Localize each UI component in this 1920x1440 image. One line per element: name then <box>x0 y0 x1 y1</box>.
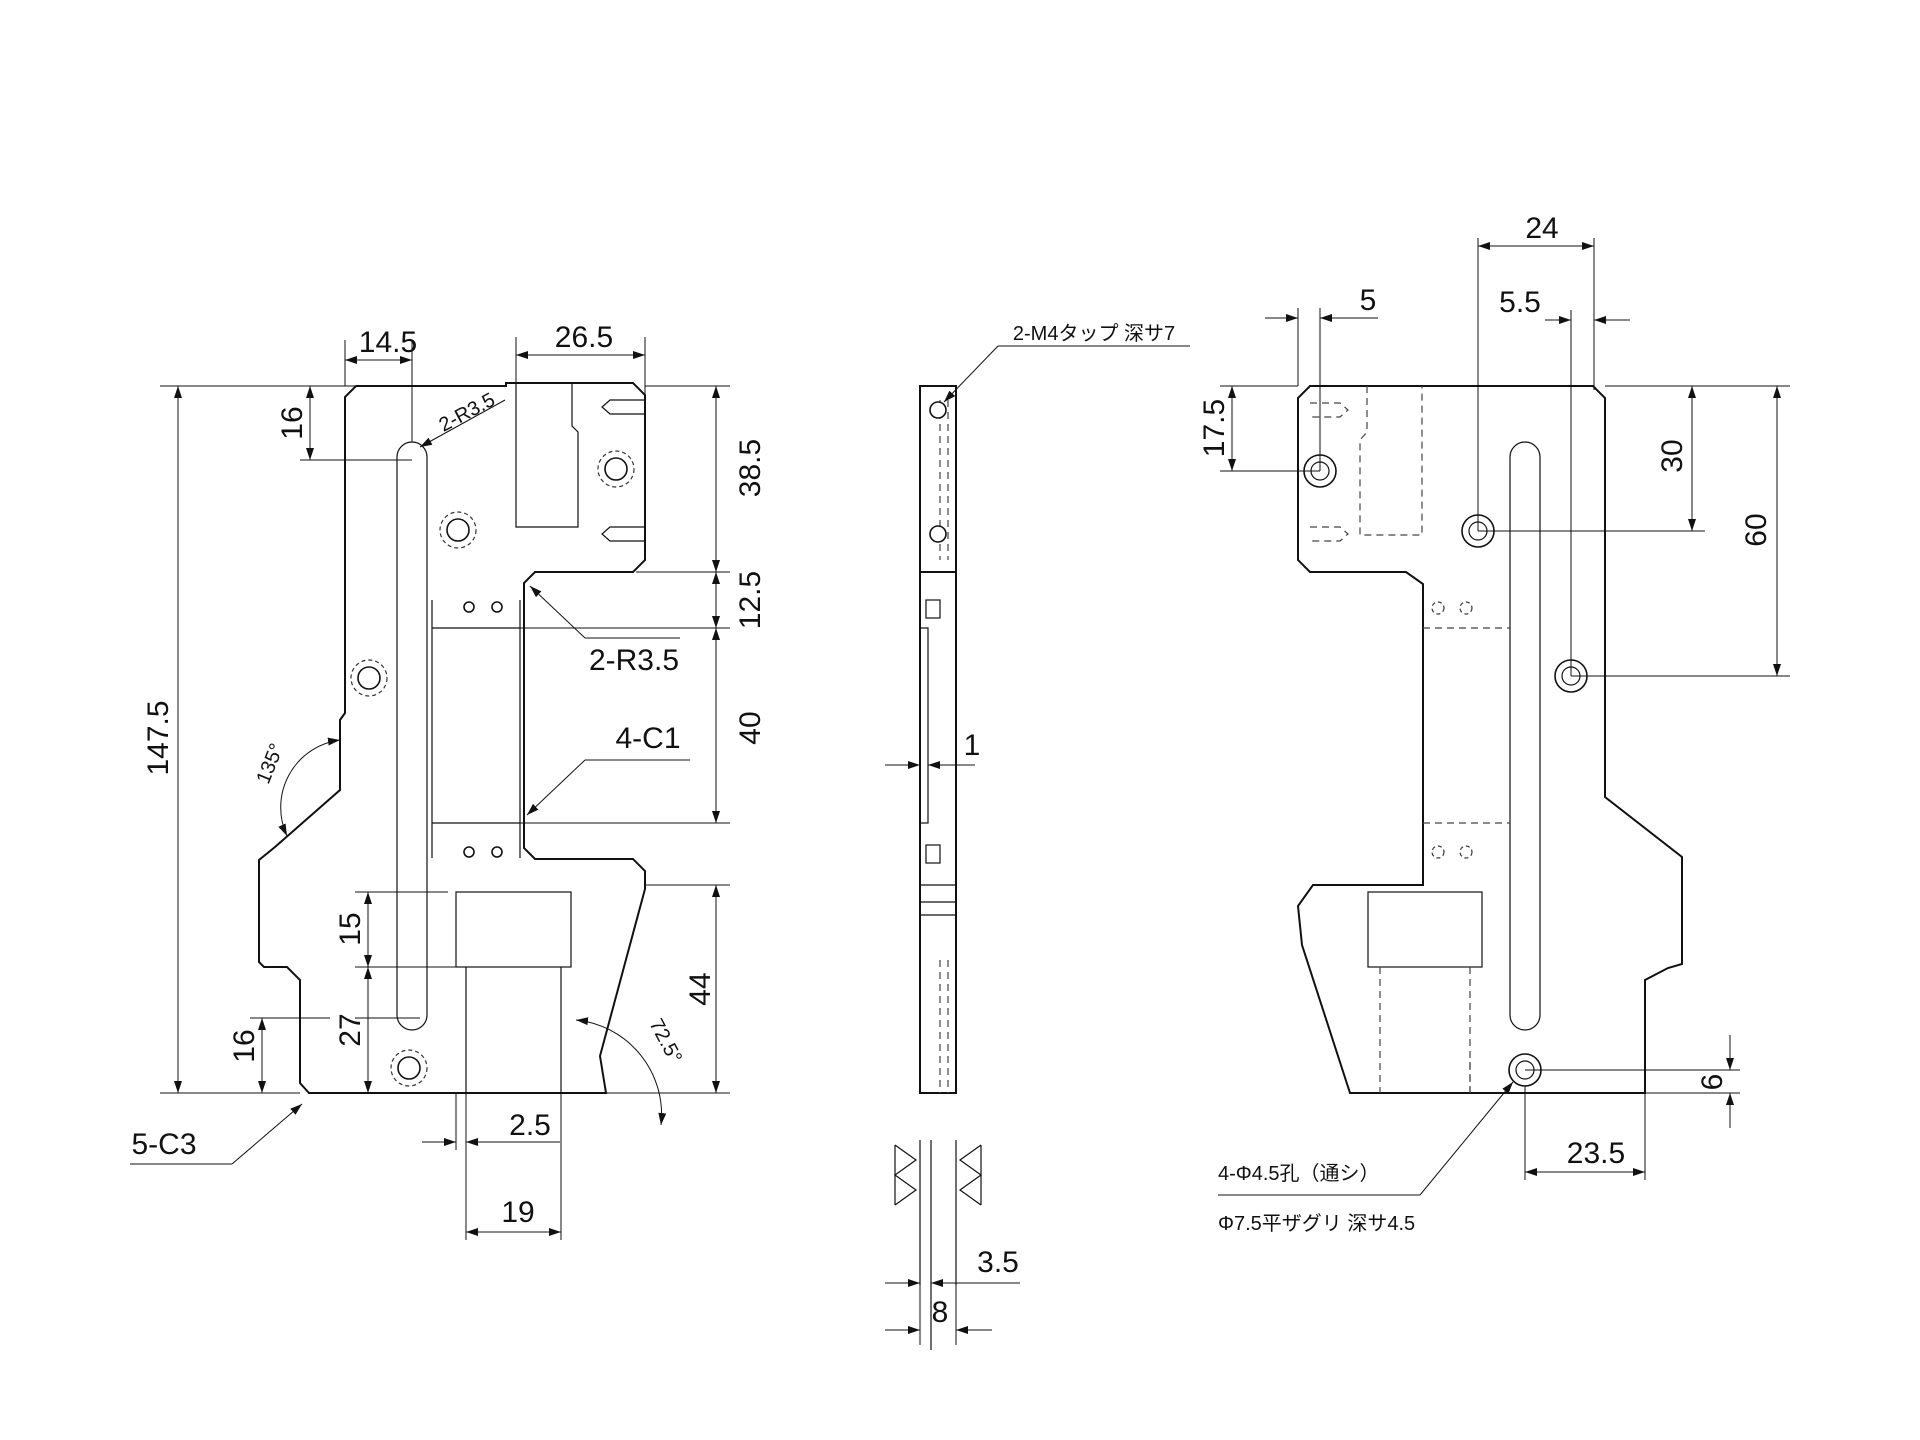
rear-view: 24 5 5.5 17.5 30 60 6 <box>1198 212 1790 1235</box>
rear-hidden-pocket <box>1359 386 1423 536</box>
dim-label-8: 8 <box>932 1296 949 1329</box>
note-tap: 2-M4タップ 深サ7 <box>1013 322 1175 345</box>
note-hole-line2: Φ7.5平ザグリ 深サ4.5 <box>1218 1212 1415 1235</box>
front-tap-upper <box>601 399 645 415</box>
dim-label-26-5: 26.5 <box>555 321 613 354</box>
angle-label-72-5: 72.5° <box>645 1015 686 1067</box>
dim-label-5-5: 5.5 <box>1499 286 1541 319</box>
front-bottom-stem <box>465 967 562 1093</box>
front-view-outline <box>258 382 646 1094</box>
rear-view-outline <box>1296 385 1683 1094</box>
front-small-hole-4 <box>491 846 503 858</box>
dim-label-17-5: 17.5 <box>1198 399 1231 457</box>
break-symbol-right <box>958 1144 983 1206</box>
leader-2-r3-5 <box>529 585 586 639</box>
dim-label-147-5: 147.5 <box>142 700 175 775</box>
dim-label-19: 19 <box>501 1196 534 1229</box>
angle-label-135: 135° <box>252 740 288 787</box>
front-hole-bottom-cb <box>390 1049 428 1087</box>
front-bottom-block <box>455 891 572 968</box>
front-hole-mid-left-cb <box>350 659 388 697</box>
rear-slot <box>1509 441 1541 1031</box>
dim-label-6: 6 <box>1696 1074 1729 1091</box>
leader-4-c1 <box>526 759 586 816</box>
front-hole-upper-left-cb <box>439 511 477 549</box>
side-tap-upper <box>929 401 947 419</box>
front-slot <box>396 441 428 1031</box>
leader-5-c3 <box>231 1103 303 1165</box>
dim-label-5: 5 <box>1360 284 1377 317</box>
dim-label-24: 24 <box>1525 212 1558 245</box>
dim-label-14-5: 14.5 <box>359 326 417 359</box>
note-4-c1: 4-C1 <box>615 722 680 755</box>
side-view-outline-lower <box>919 571 957 1094</box>
front-view: 14.5 26.5 16 2-R3.5 38.5 12.5 2-R3.5 147… <box>130 321 767 1240</box>
front-tap-lower <box>601 526 645 542</box>
side-view: 2-M4タップ 深サ7 1 3.5 8 <box>885 322 1190 1350</box>
leader-2-r3-5-small <box>419 399 506 448</box>
dim-label-1: 1 <box>964 729 981 762</box>
front-hole-top-right-cb <box>597 450 635 488</box>
note-2-r3-5: 2-R3.5 <box>589 644 679 677</box>
front-step-lower <box>431 823 521 858</box>
dim-label-38-5: 38.5 <box>734 439 767 497</box>
dim-label-27: 27 <box>334 1013 367 1046</box>
angle-arc-72-5 <box>575 1017 667 1126</box>
angle-arc-135 <box>278 737 341 837</box>
front-small-hole-1 <box>463 601 475 613</box>
note-hole-line1: 4-Φ4.5孔（通シ） <box>1218 1162 1380 1185</box>
front-hole-bottom <box>397 1056 421 1080</box>
note-5-c3: 5-C3 <box>131 1128 196 1161</box>
leader-tap-note <box>943 345 999 403</box>
note-2-r3-5-small: 2-R3.5 <box>436 389 499 437</box>
dim-label-60: 60 <box>1740 513 1773 546</box>
dim-label-12-5: 12.5 <box>734 571 767 629</box>
front-step-upper <box>431 600 521 628</box>
rear-bottom-block <box>1367 891 1483 968</box>
dim-label-16-bottom: 16 <box>228 1029 261 1062</box>
front-small-hole-2 <box>491 601 503 613</box>
dim-label-2-5: 2.5 <box>509 1109 551 1142</box>
front-hole-top-right <box>604 457 628 481</box>
leader-hole-note <box>1419 1081 1514 1196</box>
break-symbol-left <box>893 1144 918 1206</box>
front-small-hole-3 <box>463 846 475 858</box>
dim-label-40: 40 <box>734 711 767 744</box>
dim-label-16-top: 16 <box>276 406 309 439</box>
dim-label-44: 44 <box>684 972 717 1005</box>
dim-label-15: 15 <box>334 912 367 945</box>
dim-label-23-5: 23.5 <box>1567 1137 1625 1170</box>
front-top-pocket <box>515 383 579 528</box>
dim-label-30: 30 <box>1656 439 1689 472</box>
dim-label-3-5: 3.5 <box>977 1246 1019 1279</box>
front-hole-mid-left <box>357 666 381 690</box>
side-tap-lower <box>929 525 947 543</box>
front-hole-upper-left <box>446 518 470 542</box>
side-view-recess <box>919 627 929 824</box>
